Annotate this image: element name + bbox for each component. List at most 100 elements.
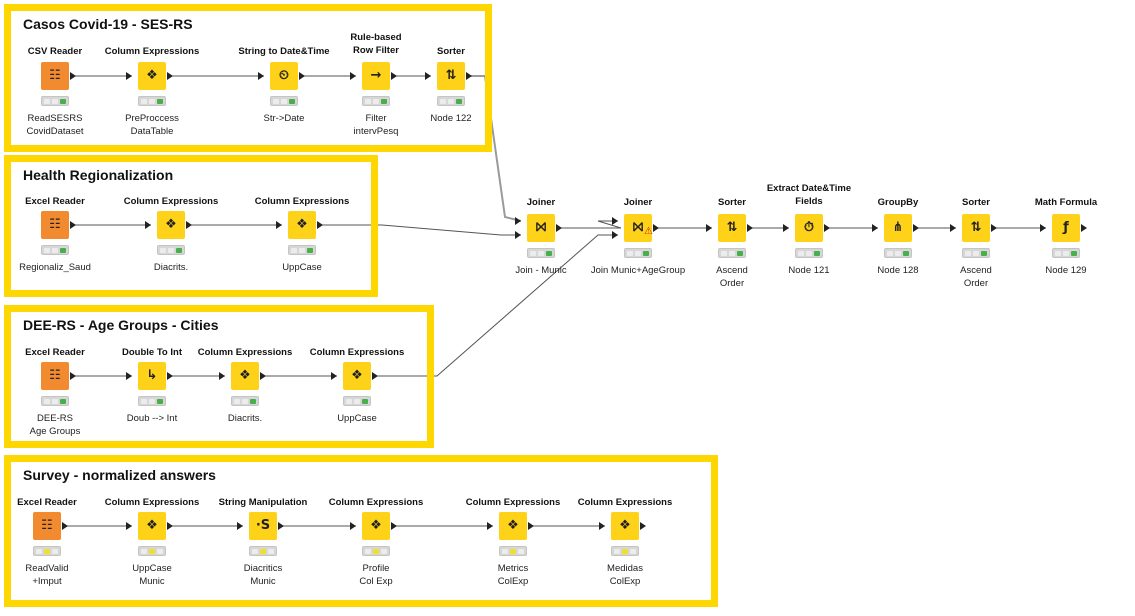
excel-reader-icon[interactable]: ☷ bbox=[41, 362, 69, 390]
sorter-icon[interactable]: ⇅ bbox=[962, 214, 990, 242]
node-label[interactable]: Ascend bbox=[960, 265, 992, 276]
excel-reader-icon[interactable]: ☷ bbox=[33, 512, 61, 540]
node-label[interactable]: Medidas bbox=[607, 563, 643, 574]
group-box-dee-rs-age-groups[interactable]: DEE-RS - Age Groups - Cities bbox=[4, 305, 434, 448]
node-label[interactable]: Diacritics bbox=[243, 563, 283, 574]
string-to-datetime-icon[interactable]: ⏲ bbox=[270, 62, 298, 90]
node-label[interactable]: CovidDataset bbox=[26, 126, 84, 137]
column-expressions-icon[interactable]: ❖ bbox=[343, 362, 371, 390]
double-to-int-icon[interactable]: ↳ bbox=[138, 362, 166, 390]
input-port[interactable] bbox=[706, 224, 712, 232]
output-port[interactable] bbox=[372, 372, 378, 380]
output-port[interactable] bbox=[278, 522, 284, 530]
node-label[interactable]: Col Exp bbox=[359, 576, 393, 587]
group-box-survey-normalized[interactable]: Survey - normalized answers bbox=[4, 455, 718, 607]
input-port[interactable] bbox=[237, 522, 243, 530]
output-port[interactable] bbox=[167, 522, 173, 530]
column-expressions-icon[interactable]: ❖ bbox=[362, 512, 390, 540]
input-port[interactable] bbox=[783, 224, 789, 232]
column-expressions-icon[interactable]: ❖ bbox=[138, 62, 166, 90]
output-port[interactable] bbox=[913, 224, 919, 232]
column-expressions-icon[interactable]: ❖ bbox=[611, 512, 639, 540]
sorter-icon[interactable]: ⇅ bbox=[718, 214, 746, 242]
connection-line[interactable] bbox=[377, 234, 618, 377]
row-filter-icon[interactable]: → bbox=[362, 62, 390, 90]
output-port[interactable] bbox=[391, 522, 397, 530]
output-port[interactable] bbox=[167, 372, 173, 380]
column-expressions-icon[interactable]: ❖ bbox=[231, 362, 259, 390]
input-port[interactable] bbox=[350, 72, 356, 80]
input-port[interactable] bbox=[350, 522, 356, 530]
node-label[interactable]: Order bbox=[963, 278, 989, 289]
node-label[interactable]: Munic bbox=[250, 576, 276, 587]
node-label[interactable]: DEE-RS bbox=[37, 413, 73, 424]
input-port[interactable] bbox=[425, 72, 431, 80]
node-label[interactable]: UppCase bbox=[132, 563, 172, 574]
output-port[interactable] bbox=[186, 221, 192, 229]
output-port[interactable] bbox=[556, 224, 562, 232]
input-port[interactable] bbox=[219, 372, 225, 380]
input-port[interactable] bbox=[145, 221, 151, 229]
input-port[interactable] bbox=[612, 231, 618, 239]
input-port[interactable] bbox=[126, 522, 132, 530]
input-port[interactable] bbox=[126, 372, 132, 380]
node-label[interactable]: Join Munic+AgeGroup bbox=[590, 265, 686, 276]
node-label[interactable]: Order bbox=[719, 278, 745, 289]
connection-line[interactable] bbox=[322, 224, 521, 236]
node-label[interactable]: Regionaliz_Saud bbox=[19, 262, 91, 273]
node-label[interactable]: Diacrits. bbox=[227, 413, 263, 424]
node-label[interactable]: Munic bbox=[139, 576, 165, 587]
node-label[interactable]: ColExp bbox=[497, 576, 529, 587]
output-port[interactable] bbox=[747, 224, 753, 232]
input-port[interactable] bbox=[258, 72, 264, 80]
output-port[interactable] bbox=[640, 522, 646, 530]
extract-datetime-icon[interactable]: ⏱ bbox=[795, 214, 823, 242]
column-expressions-icon[interactable]: ❖ bbox=[157, 211, 185, 239]
output-port[interactable] bbox=[391, 72, 397, 80]
connection-line[interactable] bbox=[471, 75, 522, 222]
input-port[interactable] bbox=[612, 217, 618, 225]
node-label[interactable]: ReadSESRS bbox=[27, 113, 83, 124]
input-port[interactable] bbox=[515, 231, 521, 239]
node-label[interactable]: Profile bbox=[362, 563, 390, 574]
column-expressions-icon[interactable]: ❖ bbox=[138, 512, 166, 540]
input-port[interactable] bbox=[126, 72, 132, 80]
column-expressions-icon[interactable]: ❖ bbox=[499, 512, 527, 540]
excel-reader-icon[interactable]: ☷ bbox=[41, 211, 69, 239]
node-label[interactable]: DataTable bbox=[130, 126, 174, 137]
output-port[interactable] bbox=[260, 372, 266, 380]
input-port[interactable] bbox=[872, 224, 878, 232]
node-label[interactable]: Node 128 bbox=[877, 265, 919, 276]
node-label[interactable]: Filter bbox=[365, 113, 387, 124]
output-port[interactable] bbox=[1081, 224, 1087, 232]
input-port[interactable] bbox=[515, 217, 521, 225]
connection-line[interactable] bbox=[561, 220, 622, 229]
output-port[interactable] bbox=[299, 72, 305, 80]
joiner-icon[interactable]: ⨝⚠ bbox=[624, 214, 653, 242]
math-formula-icon[interactable]: ƒ bbox=[1052, 214, 1080, 242]
group-box-health-regionalization[interactable]: Health Regionalization bbox=[4, 155, 378, 297]
input-port[interactable] bbox=[950, 224, 956, 232]
node-label[interactable]: UppCase bbox=[282, 262, 322, 273]
input-port[interactable] bbox=[599, 522, 605, 530]
column-expressions-icon[interactable]: ❖ bbox=[288, 211, 316, 239]
node-label[interactable]: Doub --> Int bbox=[126, 413, 178, 424]
node-label[interactable]: Join - Munic bbox=[515, 265, 567, 276]
csv-reader-icon[interactable]: ☷ bbox=[41, 62, 69, 90]
group-box-casos-covid[interactable]: Casos Covid-19 - SES-RS bbox=[4, 4, 492, 152]
output-port[interactable] bbox=[991, 224, 997, 232]
input-port[interactable] bbox=[487, 522, 493, 530]
output-port[interactable] bbox=[70, 221, 76, 229]
node-label[interactable]: Node 121 bbox=[788, 265, 830, 276]
sorter-icon[interactable]: ⇅ bbox=[437, 62, 465, 90]
output-port[interactable] bbox=[317, 221, 323, 229]
joiner-icon[interactable]: ⨝ bbox=[527, 214, 555, 242]
node-label[interactable]: ColExp bbox=[609, 576, 641, 587]
node-label[interactable]: intervPesq bbox=[353, 126, 399, 137]
node-label[interactable]: Str->Date bbox=[263, 113, 305, 124]
output-port[interactable] bbox=[653, 224, 659, 232]
string-manipulation-icon[interactable]: ·S bbox=[249, 512, 277, 540]
output-port[interactable] bbox=[466, 72, 472, 80]
node-label[interactable]: Age Groups bbox=[29, 426, 81, 437]
